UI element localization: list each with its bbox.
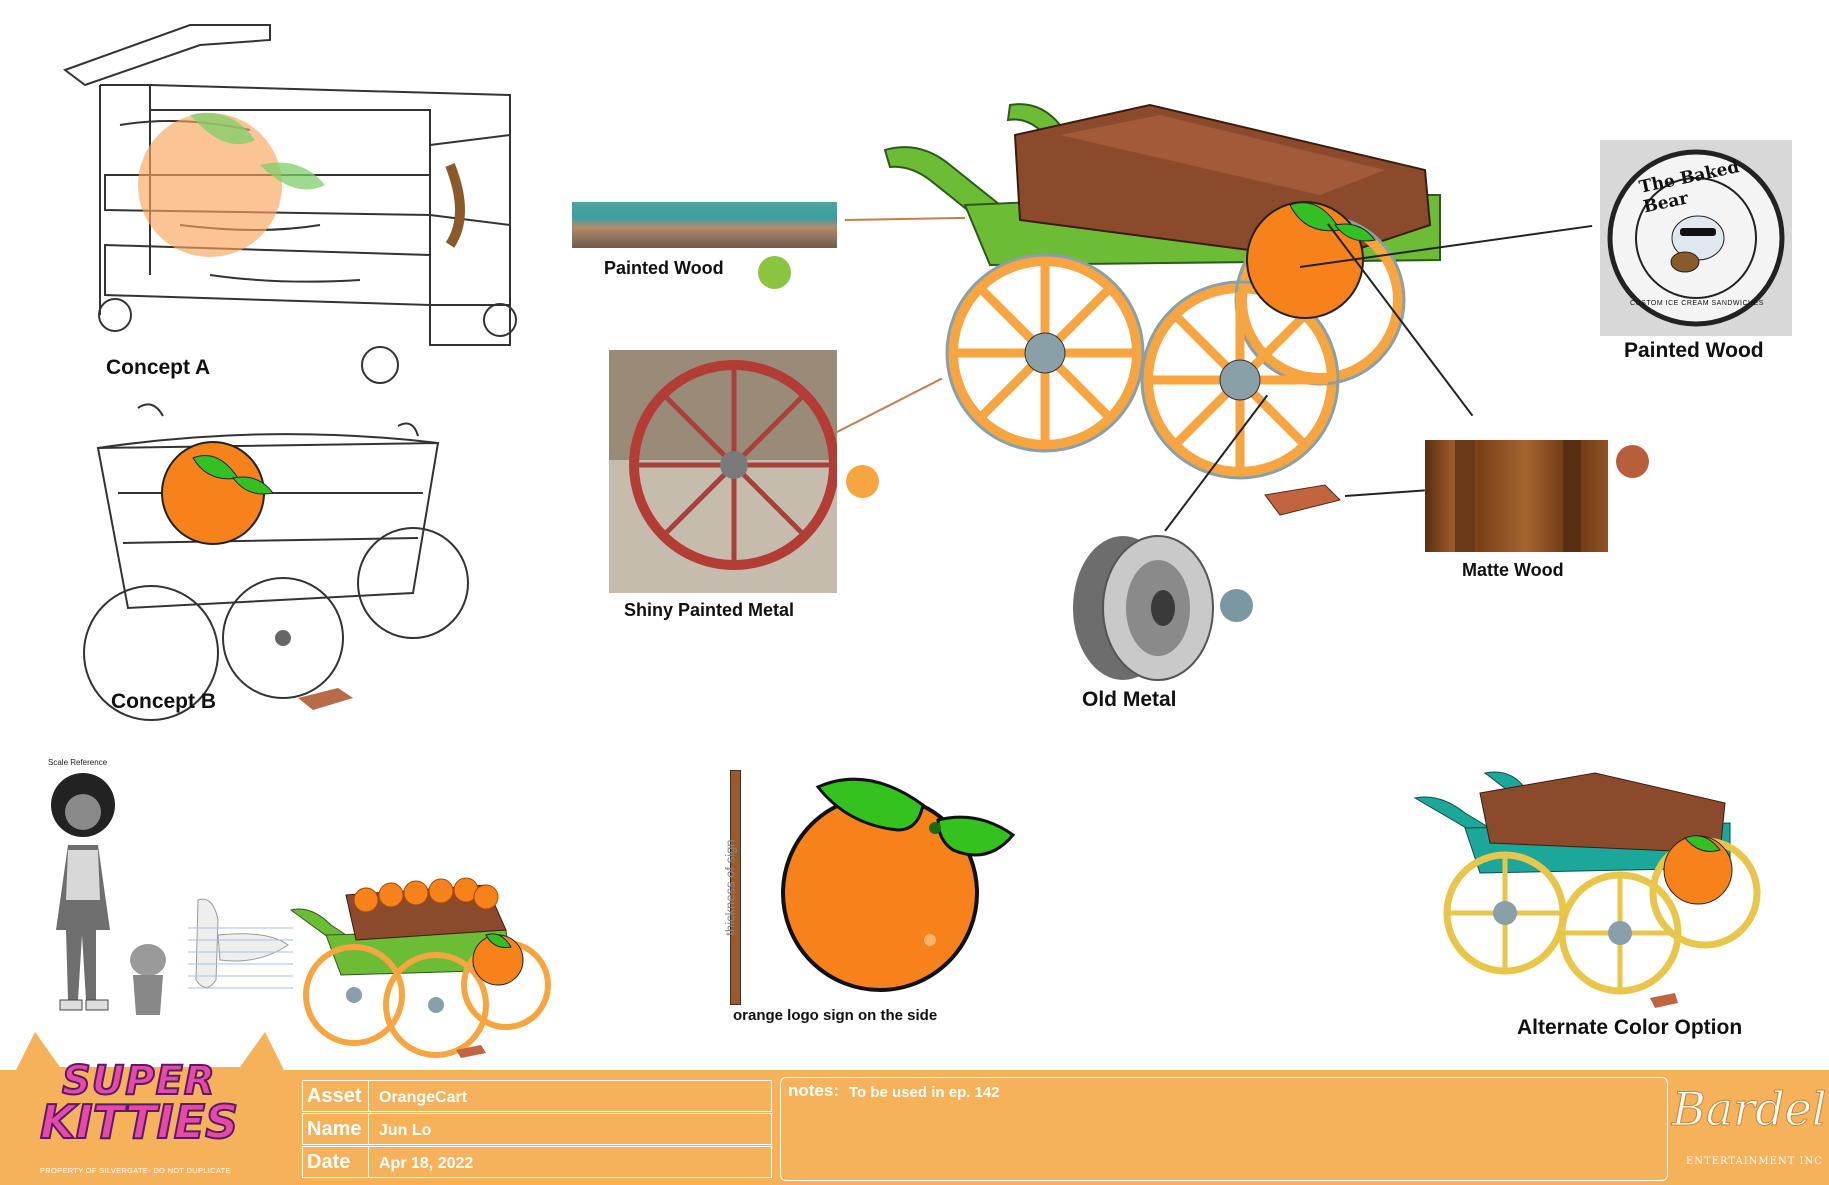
shiny-metal-photo xyxy=(609,350,837,593)
brand-logo-super: SUPER xyxy=(61,1057,216,1105)
studio-logo: Bardel xyxy=(1672,1082,1828,1137)
alternate-color-cart xyxy=(1413,771,1761,1008)
concept-b-sketch xyxy=(83,403,469,721)
asset-key: Asset xyxy=(303,1081,369,1111)
date-value: Apr 18, 2022 xyxy=(379,1155,474,1172)
grey-blue-swatch xyxy=(1220,589,1253,622)
concept-a-sketch xyxy=(62,24,517,384)
brand-tagline: PROPERTY OF SILVERGATE- DO NOT DUPLICATE xyxy=(40,1166,231,1175)
old-metal-wheel-photo xyxy=(1073,535,1214,681)
asset-row: Asset OrangeCart xyxy=(302,1080,772,1112)
baked-bear-subtitle: CUSTOM ICE CREAM SANDWICHES xyxy=(1630,300,1764,307)
matte-wood-photo xyxy=(1425,440,1608,552)
shiny-painted-metal-label: Shiny Painted Metal xyxy=(624,600,795,620)
brand-logo-kitties: KITTIES xyxy=(39,1094,239,1150)
concept-b-label: Concept B xyxy=(111,690,216,713)
sign-thickness-bar xyxy=(730,770,741,1005)
concept-a-label: Concept A xyxy=(106,356,211,379)
name-key: Name xyxy=(303,1114,369,1144)
studio-logo-sub: ENTERTAINMENT INC xyxy=(1686,1156,1823,1167)
painted-wood-label-2: Painted Wood xyxy=(1624,339,1764,362)
notes-value: To be used in ep. 142 xyxy=(849,1084,1000,1101)
name-row: Name Jun Lo xyxy=(302,1113,772,1145)
notes-box: notes: To be used in ep. 142 xyxy=(780,1077,1668,1181)
brown-swatch xyxy=(1616,445,1649,478)
name-value: Jun Lo xyxy=(379,1122,432,1139)
scale-reference-characters xyxy=(51,773,293,1015)
date-key: Date xyxy=(303,1147,369,1177)
baked-bear-sign-photo: The Baked Bear CUSTOM ICE CREAM SANDWICH… xyxy=(1600,140,1792,336)
painted-wood-texture xyxy=(572,202,837,248)
small-cart-oranges xyxy=(289,877,551,1058)
scale-reference-label: Scale Reference xyxy=(48,758,108,767)
orange-logo-label: orange logo sign on the side xyxy=(733,1007,938,1024)
alternate-color-label: Alternate Color Option xyxy=(1517,1016,1743,1039)
brand-logo-backdrop xyxy=(15,1032,285,1185)
notes-key: notes: xyxy=(788,1081,839,1100)
orange-swatch xyxy=(846,465,879,498)
painted-wood-label-1: Painted Wood xyxy=(604,258,724,278)
green-swatch xyxy=(758,256,791,289)
main-cart-illustration xyxy=(883,103,1441,516)
footer-bar xyxy=(0,1070,1829,1185)
matte-wood-label: Matte Wood xyxy=(1462,560,1564,580)
thickness-label: thickness of sign xyxy=(722,839,738,936)
orange-icon xyxy=(161,441,274,545)
asset-value: OrangeCart xyxy=(379,1089,468,1106)
old-metal-label: Old Metal xyxy=(1082,688,1177,711)
date-row: Date Apr 18, 2022 xyxy=(302,1146,772,1178)
orange-logo-icon xyxy=(781,777,1016,992)
